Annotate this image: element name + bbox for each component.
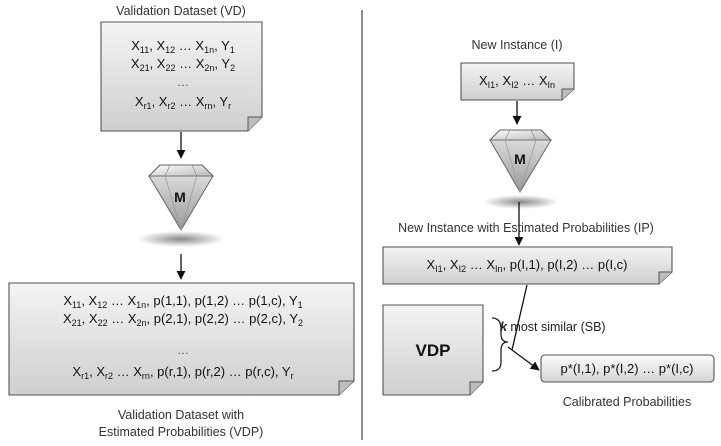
model-gem-icon [137, 164, 225, 247]
vdp-row-1: X11, X12 … X1n, p(1,1), p(1,2) … p(1,c),… [63, 293, 302, 310]
arrow-ip-to-brace [511, 284, 528, 351]
vdp-document-box [8, 282, 355, 396]
new-instance-title: New Instance (I) [471, 38, 562, 52]
most-similar-label: k most similar (SB) [500, 320, 606, 334]
arrow-to-calibrated [507, 346, 540, 371]
new-instance-row: XI1, XI2 … XIn [479, 73, 555, 90]
calibrated-caption: Calibrated Probabilities [563, 395, 692, 409]
vdp-box-label: VDP [416, 341, 451, 360]
vd-ellipsis: … [177, 75, 189, 89]
vd-title: Validation Dataset (VD) [116, 4, 246, 18]
ip-row: XI1, XI2 … XIn, p(I,1), p(I,2) … p(I,c) [427, 257, 628, 274]
vdp-caption-line-2: Estimated Probabilities (VDP) [99, 425, 264, 439]
ip-box [382, 246, 673, 285]
similarity-brace [491, 317, 509, 372]
ip-title: New Instance with Estimated Probabilitie… [398, 221, 654, 235]
calibrated-row: p*(I,1), p*(I,2) … p*(I,c) [561, 361, 694, 376]
vd-row-1: X11, X12 … X1n, Y1 [131, 38, 235, 55]
vdp-caption-line-1: Validation Dataset with [118, 408, 244, 422]
vd-row-2: X21, X22 … X2n, Y2 [131, 56, 235, 73]
vd-document-box [100, 21, 263, 132]
vdp-row-r: Xr1, Xr2 … Xrn, p(r,1), p(r,2) … p(r,c),… [72, 364, 293, 381]
model-label-right: M [514, 151, 526, 167]
calibrated-box [540, 354, 715, 383]
model-gem-icon-right [483, 129, 559, 209]
model-label: M [174, 189, 186, 205]
new-instance-box [460, 62, 575, 101]
vdp-row-2: X21, X22 … X2n, p(2,1), p(2,2) … p(2,c),… [63, 311, 303, 328]
vd-row-r: Xr1, Xr2 … Xrn, Yr [135, 94, 231, 111]
vdp-box [382, 304, 484, 396]
vdp-ellipsis: … [177, 343, 189, 357]
